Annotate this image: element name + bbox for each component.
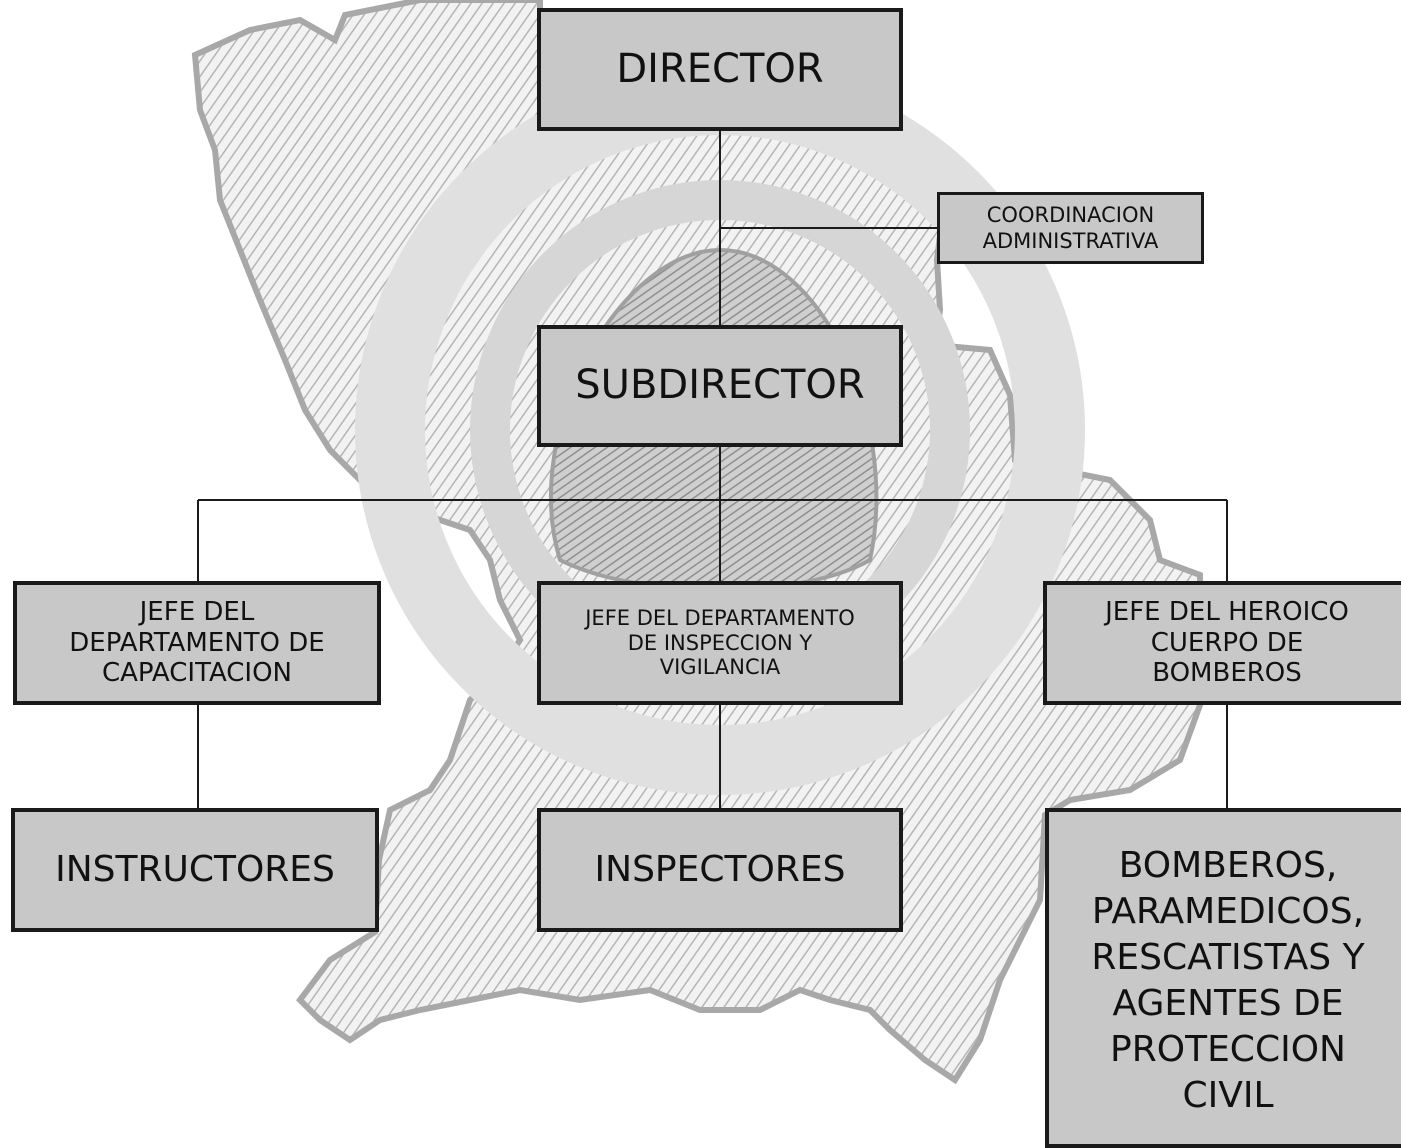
- coordinacion-label-line1: COORDINACION: [986, 202, 1155, 227]
- bomberos-line5: PROTECCION: [1110, 1029, 1346, 1071]
- bomberos-personal-box: BOMBEROS, PARAMEDICOS, RESCATISTAS Y AGE…: [1045, 808, 1401, 1148]
- coordinacion-administrativa-box: COORDINACION ADMINISTRATIVA: [937, 192, 1204, 264]
- inspectores-label: INSPECTORES: [594, 848, 846, 890]
- jefe-inspeccion-box: JEFE DEL DEPARTAMENTO DE INSPECCION Y VI…: [537, 581, 903, 705]
- bomberos-line2: PARAMEDICOS,: [1091, 890, 1365, 932]
- jefe-inspeccion-line1: JEFE DEL DEPARTAMENTO: [585, 605, 855, 630]
- jefe-bomberos-box: JEFE DEL HEROICO CUERPO DE BOMBEROS: [1043, 581, 1401, 705]
- coordinacion-label-line2: ADMINISTRATIVA: [982, 229, 1159, 253]
- subdirector-box: SUBDIRECTOR: [537, 325, 903, 447]
- jefe-capacitacion-line2: DEPARTAMENTO DE: [69, 627, 325, 658]
- bomberos-line4: AGENTES DE: [1112, 983, 1344, 1024]
- jefe-bomberos-line3: BOMBEROS: [1152, 658, 1302, 689]
- jefe-inspeccion-line2: DE INSPECCION Y: [627, 630, 813, 655]
- bomberos-line3: RESCATISTAS Y: [1091, 936, 1365, 978]
- bomberos-line1: BOMBEROS,: [1118, 844, 1338, 886]
- director-box: DIRECTOR: [537, 8, 903, 131]
- jefe-inspeccion-line3: VIGILANCIA: [659, 655, 781, 680]
- director-label: DIRECTOR: [616, 45, 824, 92]
- inspectores-box: INSPECTORES: [537, 808, 903, 932]
- instructores-box: INSTRUCTORES: [11, 808, 379, 932]
- instructores-label: INSTRUCTORES: [55, 848, 335, 890]
- jefe-bomberos-line2: CUERPO DE: [1150, 627, 1304, 658]
- bomberos-line6: CIVIL: [1182, 1075, 1274, 1117]
- jefe-capacitacion-box: JEFE DEL DEPARTAMENTO DE CAPACITACION: [13, 581, 381, 705]
- jefe-capacitacion-line3: CAPACITACION: [101, 658, 293, 689]
- jefe-bomberos-line1: JEFE DEL HEROICO: [1105, 596, 1349, 627]
- jefe-capacitacion-line1: JEFE DEL: [139, 596, 255, 627]
- subdirector-label: SUBDIRECTOR: [575, 362, 865, 409]
